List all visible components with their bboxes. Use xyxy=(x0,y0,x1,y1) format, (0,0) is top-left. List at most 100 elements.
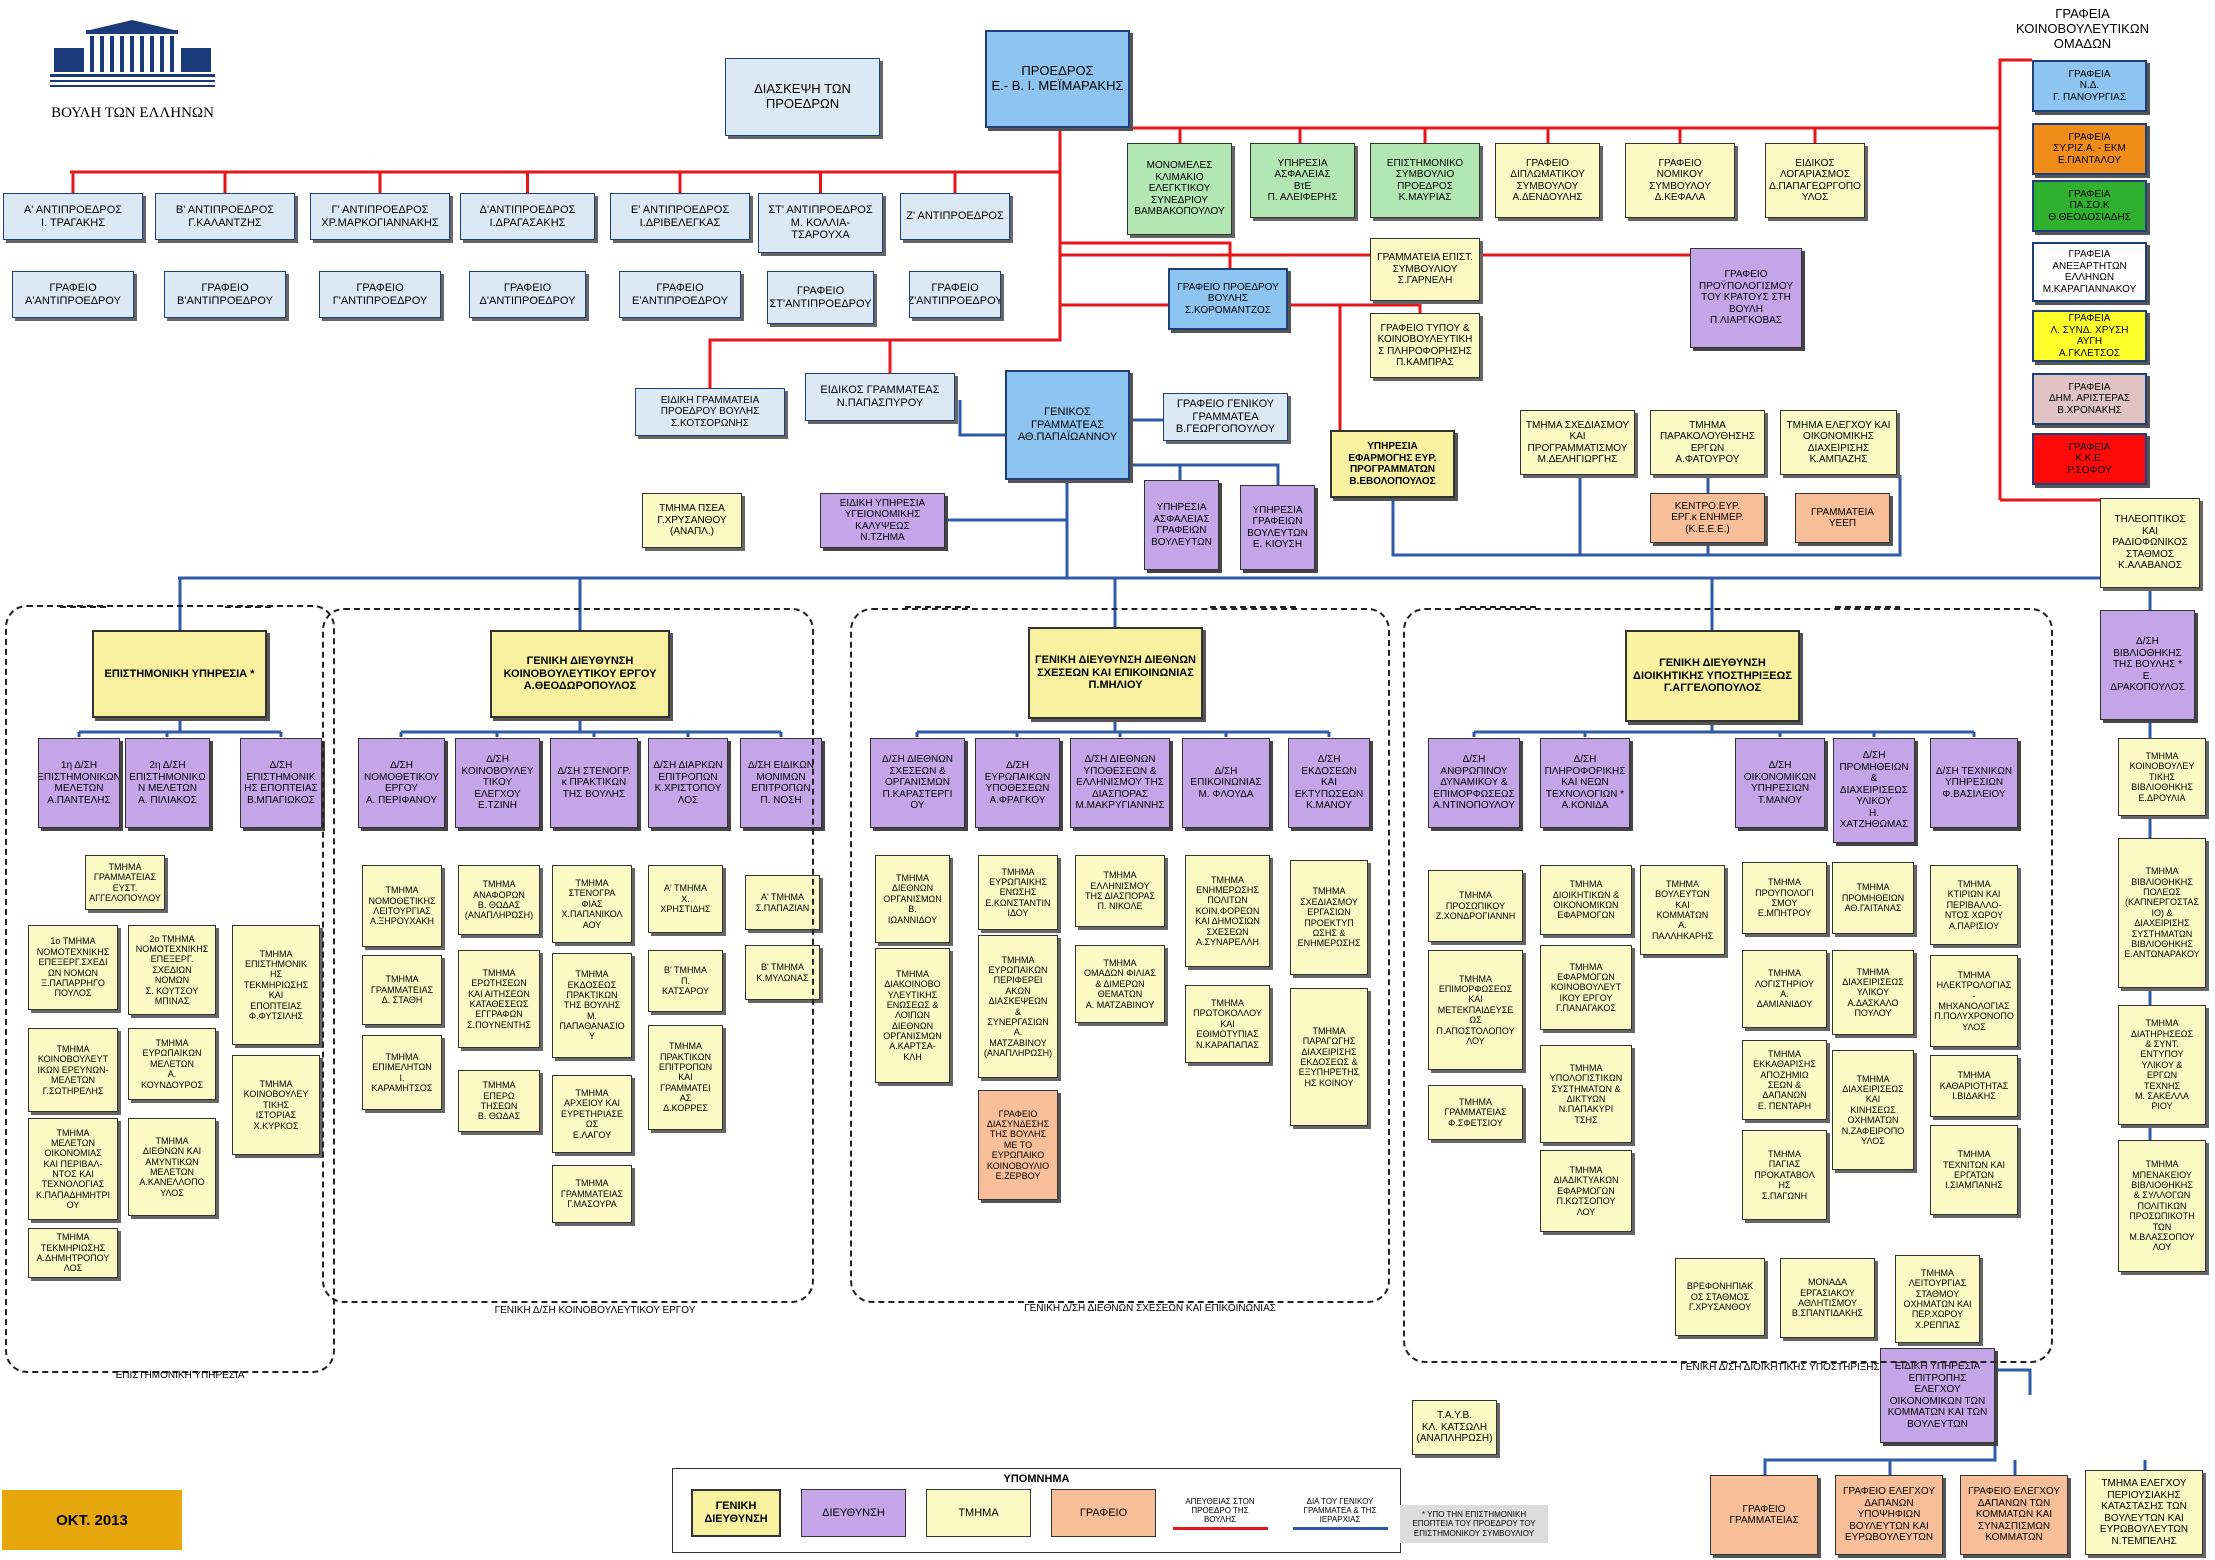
legend-red-label: ΑΠΕΥΘΕΙΑΣ ΣΤΟΝ ΠΡΟΕΔΡΟ ΤΗΣ ΒΟΥΛΗΣ xyxy=(1185,1497,1255,1524)
legislative-frame xyxy=(322,608,814,1303)
intl-dir-relations: Δ/ΣΗ ΔΙΕΘΝΩΝ ΣΧΕΣΕΩΝ & ΟΡΓΑΝΙΣΜΩΝ Π.ΚΑΡΑ… xyxy=(870,738,965,828)
unit-president-office: ΓΡΑΦΕΙΟ ΠΡΟΕΔΡΟΥ ΒΟΥΛΗΣ Σ.ΚΟΡΟΜΑΝΤΖΟΣ xyxy=(1168,268,1288,330)
leg-dept-interpellations: ΤΜΗΜΑ ΕΠΕΡΩ ΤΗΣΕΩΝ Β. ΘΩΔΑΣ xyxy=(458,1070,540,1132)
vp-office-5: ΓΡΑΦΕΙΟ Ε'ΑΝΤΙΠΡΟΕΔΡΟΥ xyxy=(619,271,741,318)
unit-special-account: ΕΙΔΙΚΟΣ ΛΟΓΑΡΙΑΣΜΟΣ Δ.ΠΑΠΑΓΕΩΡΓΟΠΟ ΥΛΟΣ xyxy=(1765,143,1865,218)
sci-dept-supervision: ΤΜΗΜΑ ΕΠΙΣΤΗΜΟΝΙΚ ΗΣ ΤΕΚΜΗΡΙΩΣΗΣ ΚΑΙ ΕΠΟ… xyxy=(232,925,320,1045)
intl-dept-production: ΤΜΗΜΑ ΠΑΡΑΓΩΓΗΣ ΔΙΑΧΕΙΡΙΣΗΣ ΕΚΔΟΣΕΩΣ & Ε… xyxy=(1290,988,1368,1126)
intl-dir-european: Δ/ΣΗ ΕΥΡΩΠΑΙΚΩΝ ΥΠΟΘΕΣΕΩΝ Α.ΦΡΑΓΚΟΥ xyxy=(975,738,1060,828)
group-caption-2: ΓΕΝΙΚΗ Δ/ΣΗ ΚΟΙΝΟΒΟΥΛΕΥΤΙΚΟΥ ΕΡΓΟΥ xyxy=(494,1305,696,1316)
group-caption-3: ΓΕΝΙΚΗ Δ/ΣΗ ΔΙΕΘΝΩΝ ΣΧΕΣΕΩΝ ΚΑΙ ΕΠΙΚΟΙΝΩ… xyxy=(1024,1303,1276,1314)
mp-offices-service: ΥΠΗΡΕΣΙΑ ΓΡΑΦΕΙΩΝ ΒΟΥΛΕΥΤΩΝ Ε. ΚΙΟΥΣΗ xyxy=(1240,485,1315,570)
red-unit-6 xyxy=(1060,126,1817,143)
leg-dept-special-a: Α' ΤΜΗΜΑ Σ.ΠΑΠΑΖΙΑΝ xyxy=(745,875,820,930)
unit-budget-office: ΓΡΑΦΕΙΟ ΠΡΟΫΠΟΛΟΓΙΣΜΟΥ ΤΟΥ ΚΡΑΤΟΥΣ ΣΤΗ Β… xyxy=(1690,248,1802,348)
adm-dept-buildings: ΤΜΗΜΑ ΚΤΙΡΙΩΝ ΚΑΙ ΠΕΡΙΒΑΛΛΟ- ΝΤΟΣ ΧΩΡΟΥ … xyxy=(1930,865,2018,945)
leg-dept-stenography: ΤΜΗΜΑ ΣΤΕΝΟΓΡΑ ΦΙΑΣ Χ.ΠΑΠΑΝΙΚΟΛ ΑΟΥ xyxy=(552,865,632,943)
group-caption-1: ΕΠΙΣΤΗΜΟΝΙΚΗ ΥΠΗΡΕΣΙΑ xyxy=(115,1370,245,1381)
adm-dept-clearing: ΤΜΗΜΑ ΕΚΚΑΘΑΡΙΣΗΣ ΑΠΟΖΗΜΙΩ ΣΕΩΝ & ΔΑΠΑΝΩ… xyxy=(1742,1040,1827,1120)
leg-dept-special-b: Β' ΤΜΗΜΑ Κ.ΜΥΛΩΝΑΣ xyxy=(745,945,820,1000)
legend-footnote: * ΥΠΟ ΤΗΝ ΕΠΙΣΤΗΜΟΝΙΚΗ ΕΠΟΠΤΕΙΑ ΤΟΥ ΠΡΟΕ… xyxy=(1400,1505,1548,1543)
adm-dept-mps-parties: ΤΜΗΜΑ ΒΟΥΛΕΥΤΩΝ ΚΑΙ ΚΟΜΜΑΤΩΝ Α. ΠΑΛΛΗΚΑΡ… xyxy=(1640,865,1725,955)
blue-sg-left xyxy=(958,400,1005,437)
legend-office: ΓΡΑΦΕΙΟ xyxy=(1051,1489,1156,1537)
leg-dir-legislative: Δ/ΣΗ ΝΟΜΟΘΕΤΙΚΟΥ ΕΡΓΟΥ Α. ΠΕΡΙΦΑΝΟΥ xyxy=(358,738,445,828)
leg-dir-committees: Δ/ΣΗ ΔΙΑΡΚΩΝ ΕΠΙΤΡΟΠΩΝ Κ.ΧΡΙΣΤΟΠΟΥ ΛΟΣ xyxy=(648,738,728,828)
intl-dept-eu: ΤΜΗΜΑ ΕΥΡΩΠΑΙΚΗΣ ΕΝΩΣΗΣ Ε.ΚΩΝΣΤΑΝΤΙΝ ΙΔΟ… xyxy=(978,855,1058,930)
party-office-1: ΓΡΑΦΕΙΑ Ν.Δ. Γ. ΠΑΝΟΥΡΓΙΑΣ xyxy=(2032,60,2147,112)
leg-dept-committee-b: Β' ΤΜΗΜΑ Π. ΚΑΤΣΑΡΟΥ xyxy=(648,950,723,1012)
adm-dept-personnel: ΤΜΗΜΑ ΠΡΟΣΩΠΙΚΟΥ Ζ.ΧΟΝΔΡΟΓΙΑΝΝΗ xyxy=(1428,870,1523,942)
intl-dir-communication: Δ/ΣΗ ΕΠΙΚΟΙΝΩΝΙΑΣ Μ. ΦΛΟΥΔΑ xyxy=(1182,738,1270,828)
leg-dept-questions: ΤΜΗΜΑ ΕΡΩΤΗΣΕΩΝ ΚΑΙ ΑΙΤΗΣΕΩΝ ΚΑΤΑΘΕΣΕΩΣ … xyxy=(458,950,540,1048)
library-dept-benakeios: ΤΜΗΜΑ ΜΠΕΝΑΚΕΙΟΥ ΒΙΒΛΙΟΘΗΚΗΣ & ΣΥΛΛΟΓΩΝ … xyxy=(2118,1140,2206,1272)
sci-dept-legislative-1: 1ο ΤΜΗΜΑ ΝΟΜΟΤΕΧΝΙΚΗΣ ΕΠΕΞΕΡΓ.ΣΧΕΔΙ ΩΝ Ν… xyxy=(28,925,118,1010)
intl-dept-public-info: ΤΜΗΜΑ ΕΝΗΜΕΡΩΣΗΣ ΠΟΛΙΤΩΝ ΚΟΙΝ.ΦΟΡΕΩΝ ΚΑΙ… xyxy=(1185,855,1270,967)
leg-dept-secretariat-2: ΤΜΗΜΑ ΓΡΑΜΜΑΤΕΙΑΣ Γ.ΜΑΣΟΥΡΑ xyxy=(552,1165,632,1223)
unit-diplomatic-adviser: ΓΡΑΦΕΙΟ ΔΙΠΛΩΜΑΤΙΚΟΥ ΣΥΜΒΟΥΛΟΥ Α.ΔΕΝΔΟΥΛ… xyxy=(1495,143,1600,218)
vice-president-7: Ζ' ΑΝΤΙΠΡΟΕΔΡΟΣ xyxy=(900,193,1010,240)
blue-security xyxy=(1130,463,1182,480)
conference-of-presidents: ΔΙΑΣΚΕΨΗ ΤΩΝ ΠΡΟΕΔΡΩΝ xyxy=(725,58,880,136)
party-office-6: ΓΡΑΦΕΙΑ ΔΗΜ. ΑΡΙΣΤΕΡΑΣ Β.ΧΡΟΝΑΚΗΣ xyxy=(2032,373,2147,425)
special-secretary: ΕΙΔΙΚΟΣ ΓΡΑΜΜΑΤΕΑΣ Ν.ΠΑΠΑΣΠΥΡΟΥ xyxy=(805,373,955,421)
yeep-secretariat: ΓΡΑΜΜΑΤΕΙΑ ΥΕΕΠ xyxy=(1795,493,1890,543)
adm-dept-vehicles: ΤΜΗΜΑ ΔΙΑΧΕΙΡΙΣΕΩΣ ΚΑΙ ΚΙΝΗΣΕΩΣ ΟΧΗΜΑΤΩΝ… xyxy=(1832,1050,1914,1170)
adm-dept-training: ΤΜΗΜΑ ΕΠΙΜΟΡΦΩΣΕΩΣ ΚΑΙ ΜΕΤΕΚΠΑΙΔΕΥΣΕ ΩΣ … xyxy=(1428,950,1523,1070)
party-office-3: ΓΡΑΦΕΙΑ ΠΑ.ΣΟ.Κ Θ.ΘΕΟΔΟΣΙΑΔΗΣ xyxy=(2032,180,2147,232)
intl-dept-protocol: ΤΜΗΜΑ ΠΡΩΤΟΚΟΛΛΟΥ ΚΑΙ ΕΘΙΜΟΤΥΠΙΑΣ Ν.ΚΑΡΑ… xyxy=(1185,985,1270,1063)
leg-dir-minutes: Δ/ΣΗ ΣΤΕΝΟΓΡ. κ ΠΡΑΚΤΙΚΩΝ ΤΗΣ ΒΟΥΛΗΣ xyxy=(550,738,638,828)
admin-frame xyxy=(1403,608,2053,1363)
library-directorate: Δ/ΣΗ ΒΙΒΛΙΟΘΗΚΗΣ ΤΗΣ ΒΟΥΛΗΣ * Ε. ΔΡΑΚΟΠΟ… xyxy=(2100,610,2195,720)
intl-dept-organisations: ΤΜΗΜΑ ΔΙΕΘΝΩΝ ΟΡΓΑΝΙΣΜΩΝ Β. ΙΩΑΝΝΙΔΟΥ xyxy=(875,855,950,943)
blue-eu-sub xyxy=(1391,475,1902,557)
sci-secretariat-dept: ΤΜΗΜΑ ΓΡΑΜΜΑΤΕΙΑΣ ΕΥΣΤ. ΑΓΓΕΛΟΠΟΥΛΟΥ xyxy=(85,855,165,910)
library-dept-city: ΤΜΗΜΑ ΒΙΒΛΙΟΘΗΚΗΣ ΠΟΛΕΩΣ (ΚΑΠΝΕΡΓΟΣΤΑΣ Ι… xyxy=(2118,838,2206,988)
psea-dept: ΤΜΗΜΑ ΠΣΕΑ Γ.ΧΡΥΣΑΝΘΟΥ (ΑΝΑΠΛ.) xyxy=(642,493,742,548)
sci-frame xyxy=(5,605,335,1373)
mp-security-service: ΥΠΗΡΕΣΙΑ ΑΣΦΑΛΕΙΑΣ ΓΡΑΦΕΙΩΝ ΒΟΥΛΕΥΤΩΝ xyxy=(1144,480,1219,570)
leg-dept-committee-a: Α' ΤΜΗΜΑ Χ. ΧΡΗΣΤΙΔΗΣ xyxy=(648,865,723,933)
leg-dir-control: Δ/ΣΗ ΚΟΙΝΟΒΟΥΛΕΥ ΤΙΚΟΥ ΕΛΕΓΧΟΥ Ε.ΤΖΙΝΗ xyxy=(455,738,540,828)
parties-link xyxy=(1995,1368,2032,1395)
adm-dept-electrical: ΤΜΗΜΑ ΗΛΕΚΤΡΟΛΟΓΙΑΣ - ΜΗΧΑΝΟΛΟΓΙΑΣ Π.ΠΟΛ… xyxy=(1930,955,2018,1047)
vp-office-1: ΓΡΑΦΕΙΟ Α'ΑΝΤΙΠΡΟΕΔΡΟΥ xyxy=(12,271,134,318)
sci-dir-1: 1η Δ/ΣΗ ΕΠΙΣΤΗΜΟΝΙΚΩΝ ΜΕΛΕΤΩΝ Α.ΠΑΝΤΕΛΗΣ xyxy=(38,738,120,828)
parliament-logo: ΒΟΥΛΗ ΤΩΝ ΕΛΛΗΝΩΝ xyxy=(50,18,215,121)
sci-dept-economy: ΤΜΗΜΑ ΜΕΛΕΤΩΝ ΟΙΚΟΝΟΜΙΑΣ ΚΑΙ ΠΕΡΙΒΑΛ- ΝΤ… xyxy=(28,1118,118,1220)
legend-directorate: ΔΙΕΥΘΥΝΣΗ xyxy=(801,1489,906,1537)
red-unit-3 xyxy=(1060,126,1427,143)
health-service: ΕΙΔΙΚΗ ΥΠΗΡΕΣΙΑ ΥΓΕΙΟΝΟΜΙΚΗΣ ΚΑΛΥΨΕΩΣ Ν.… xyxy=(820,493,945,548)
intl-dept-diaspora: ΤΜΗΜΑ ΕΛΛΗΝΙΣΜΟΥ ΤΗΣ ΔΙΑΣΠΟΡΑΣ Π. ΝΙΚΟΛΕ xyxy=(1075,855,1165,927)
intl-office-europarl: ΓΡΑΦΕΙΟ ΔΙΑΣΥΝΔΕΣΗΣ ΤΗΣ ΒΟΥΛΗΣ ΜΕ ΤΟ ΕΥΡ… xyxy=(978,1090,1058,1200)
adm-dept-workers: ΤΜΗΜΑ ΤΕΧΝΙΤΩΝ ΚΑΙ ΕΡΓΑΤΩΝ Ι.ΣΙΑΜΠΑΝΗΣ xyxy=(1930,1125,2018,1215)
date-badge: ΟΚΤ. 2013 xyxy=(2,1490,182,1550)
adm-dept-admin-apps: ΤΜΗΜΑ ΔΙΟΙΚΗΤΙΚΩΝ & ΟΙΚΟΝΟΜΙΚΩΝ ΕΦΑΡΜΟΓΩ… xyxy=(1540,865,1632,935)
unit-audit-court: ΜΟΝΟΜΕΛΕΣ ΚΛΙΜΑΚΙΟ ΕΛΕΓΚΤΙΚΟΥ ΣΥΝΕΔΡΙΟΥ … xyxy=(1127,143,1232,235)
sci-dept-intl-defence: ΤΜΗΜΑ ΔΙΕΘΝΩΝ ΚΑΙ ΑΜΥΝΤΙΚΩΝ ΜΕΛΕΤΩΝ Α.ΚΑ… xyxy=(128,1118,216,1216)
special-secretariat: ΕΙΔΙΚΗ ΓΡΑΜΜΑΤΕΙΑ ΠΡΟΕΔΡΟΥ ΒΟΥΛΗΣ Σ.ΚΟΤΣ… xyxy=(635,388,785,436)
leg-dept-petitions: ΤΜΗΜΑ ΑΝΑΦΟΡΩΝ Β. ΘΩΔΑΣ (ΑΝΑΠΛΗΡΩΣΗ) xyxy=(458,865,540,935)
monitoring-dept: ΤΜΗΜΑ ΠΑΡΑΚΟΛΟΥΘΗΣΗΣ ΕΡΓΩΝ Α.ΦΑΤΟΥΡΟΥ xyxy=(1650,410,1765,475)
unit-security: ΥΠΗΡΕΣΙΑ ΑΣΦΑΛΕΙΑΣ ΒτΕ Π. ΑΛΕΙΦΕΡΗΣ xyxy=(1250,143,1355,218)
unit-scientific-council: ΕΠΙΣΤΗΜΟΝΙΚΟ ΣΥΜΒΟΥΛΙΟ ΠΡΟΕΔΡΟΣ Κ.ΜΑΥΡΙΑ… xyxy=(1370,143,1480,218)
unit-press-office: ΓΡΑΦΕΙΟ ΤΥΠΟΥ & ΚΟΙΝΟΒΟΥΛΕΥΤΙΚΗ Σ ΠΛΗΡΟΦ… xyxy=(1370,313,1480,378)
vice-president-6: ΣΤ' ΑΝΤΙΠΡΟΕΔΡΟΣ Μ. ΚΟΛΛΙΑ- ΤΣΑΡΟΥΧΑ xyxy=(758,193,883,253)
intl-dept-interparliamentary: ΤΜΗΜΑ ΔΙΑΚΟΙΝΟΒΟ ΥΛΕΥΤΙΚΗΣ ΕΝΩΣΕΩΣ & ΛΟΙ… xyxy=(875,948,950,1083)
red-unit-4 xyxy=(1060,126,1550,143)
legend-title: ΥΠΟΜΝΗΜΑ xyxy=(1003,1473,1070,1485)
adm-kindergarten: ΒΡΕΦΟΝΗΠΙΑΚ ΟΣ ΣΤΑΘΜΟΣ Γ.ΧΡΥΣΑΝΘΟΥ xyxy=(1675,1258,1765,1336)
legend-blue-line xyxy=(1293,1527,1388,1530)
sci-dept-legislative-2: 2ο ΤΜΗΜΑ ΝΟΜΟΤΕΧΝΙΚΗΣ ΕΠΕΞΕΡΓ. ΣΧΕΔΙΩΝ Ν… xyxy=(128,925,216,1015)
adm-dir-finance: Δ/ΣΗ ΟΙΚΟΝΟΜΙΚΩΝ ΥΠΗΡΕΣΙΩΝ Τ.ΜΑΝΟΥ xyxy=(1735,738,1825,828)
adm-sports-unit: ΜΟΝΑΔΑ ΕΡΓΑΣΙΑΚΟΥ ΑΘΛΗΤΙΣΜΟΥ Β.ΣΠΑΝΤΙΔΑΚ… xyxy=(1780,1258,1875,1338)
adm-dir-it: Δ/ΣΗ ΠΛΗΡΟΦΟΡΙΚΗΣ ΚΑΙ ΝΕΩΝ ΤΕΧΝΟΛΟΓΙΩΝ *… xyxy=(1540,738,1630,828)
intl-dept-regional: ΤΜΗΜΑ ΕΥΡΩΠΑΙΚΩΝ ΠΕΡΙΦΕΡΕΙ ΑΚΩΝ ΔΙΑΣΚΕΨΕ… xyxy=(978,935,1058,1078)
vp-office-3: ΓΡΑΦΕΙΟ Γ'ΑΝΤΙΠΡΟΕΔΡΟΥ xyxy=(319,271,441,318)
parliament-building-icon xyxy=(50,18,215,98)
group-caption-4: ΓΕΝΙΚΗ Δ/ΣΗ ΔΙΟΙΚΗΤΙΚΗΣ ΥΠΟΣΤΗΡΙΞΗΣ xyxy=(1680,1362,1880,1373)
vp-office-2: ΓΡΑΦΕΙΟ Β'ΑΝΤΙΠΡΟΕΔΡΟΥ xyxy=(164,271,286,318)
legislative-head: ΓΕΝΙΚΗ ΔΙΕΥΘΥΝΣΗ ΚΟΙΝΟΒΟΥΛΕΥΤΙΚΟΥ ΕΡΓΟΥ … xyxy=(490,630,670,718)
vp-office-4: ΓΡΑΦΕΙΟ Δ'ΑΝΤΙΠΡΟΕΔΡΟΥ xyxy=(469,271,586,318)
blue-mp xyxy=(1130,463,1280,485)
